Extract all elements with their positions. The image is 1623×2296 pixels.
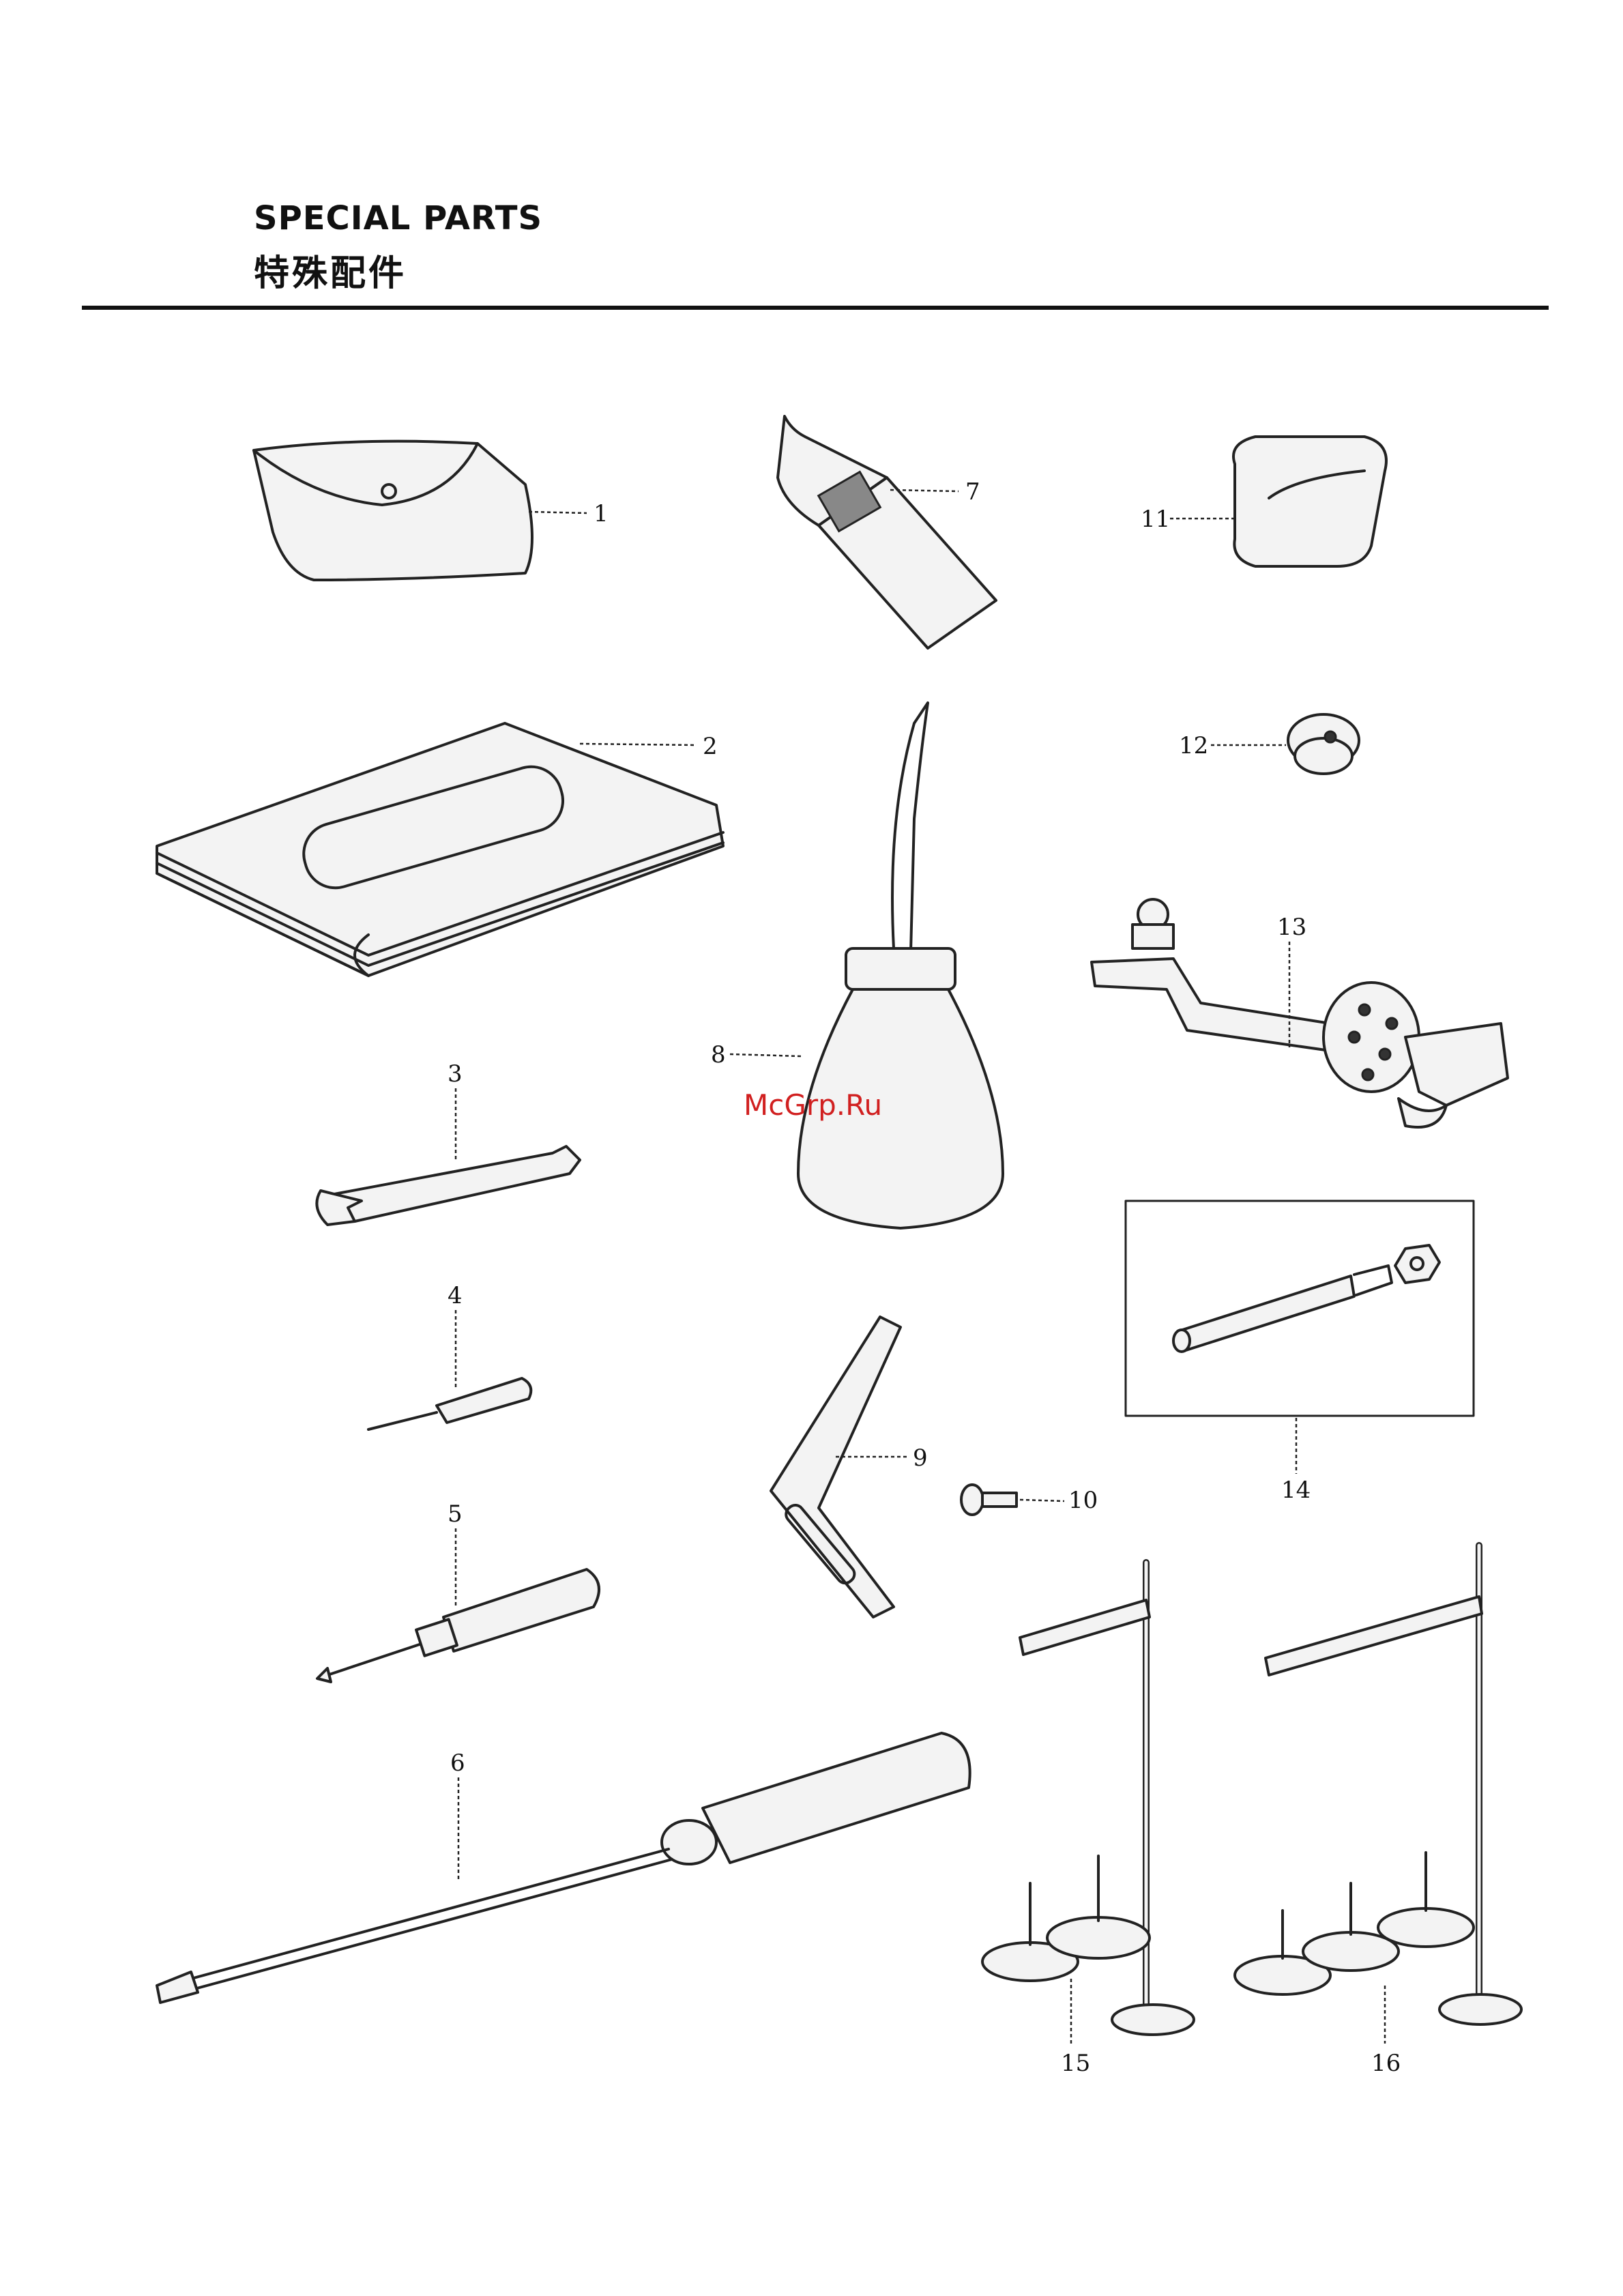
part-6-large-screwdriver: 6 [157,1733,970,2003]
part-16-thread-stand: 16 [1235,1545,1521,2077]
part-3-wrench: 3 [317,1060,580,1225]
watermark: McGrp.Ru [744,1088,882,1122]
callout-6: 6 [450,1749,465,1777]
part-11-bobbin-cover: 11 [1141,437,1386,566]
part-9-l-bracket: 9 [771,1317,928,1617]
part-10-screw: 10 [961,1485,1098,1515]
part-2-instruction-book: 2 [157,723,723,976]
callout-9: 9 [913,1444,928,1472]
part-8-oil-can: 8 [711,703,1003,1228]
callout-8: 8 [711,1041,726,1069]
part-15-thread-stand: 15 [982,1563,1194,2077]
callout-5: 5 [448,1500,463,1528]
callout-16: 16 [1371,2050,1401,2077]
callout-10: 10 [1068,1487,1098,1514]
callout-15: 15 [1061,2050,1090,2077]
part-14-rod-assembly: 14 [1126,1201,1474,1504]
part-5-medium-screwdriver: 5 [317,1500,599,1682]
callout-4: 4 [448,1282,463,1309]
callout-3: 3 [448,1060,463,1088]
callout-1: 1 [594,500,609,527]
callout-7: 7 [965,478,980,506]
part-13-thread-guide-bracket: 13 [1092,899,1508,1127]
callout-11: 11 [1141,506,1170,533]
callout-13: 13 [1277,914,1306,941]
part-4-small-screwdriver: 4 [368,1282,531,1429]
part-1-tool-pouch: 1 [254,441,609,580]
part-12-bobbin: 12 [1179,714,1359,774]
part-7-needle-packet: 7 [778,416,996,648]
callout-14: 14 [1281,1477,1311,1504]
callout-2: 2 [703,733,718,760]
callout-12: 12 [1179,732,1208,759]
